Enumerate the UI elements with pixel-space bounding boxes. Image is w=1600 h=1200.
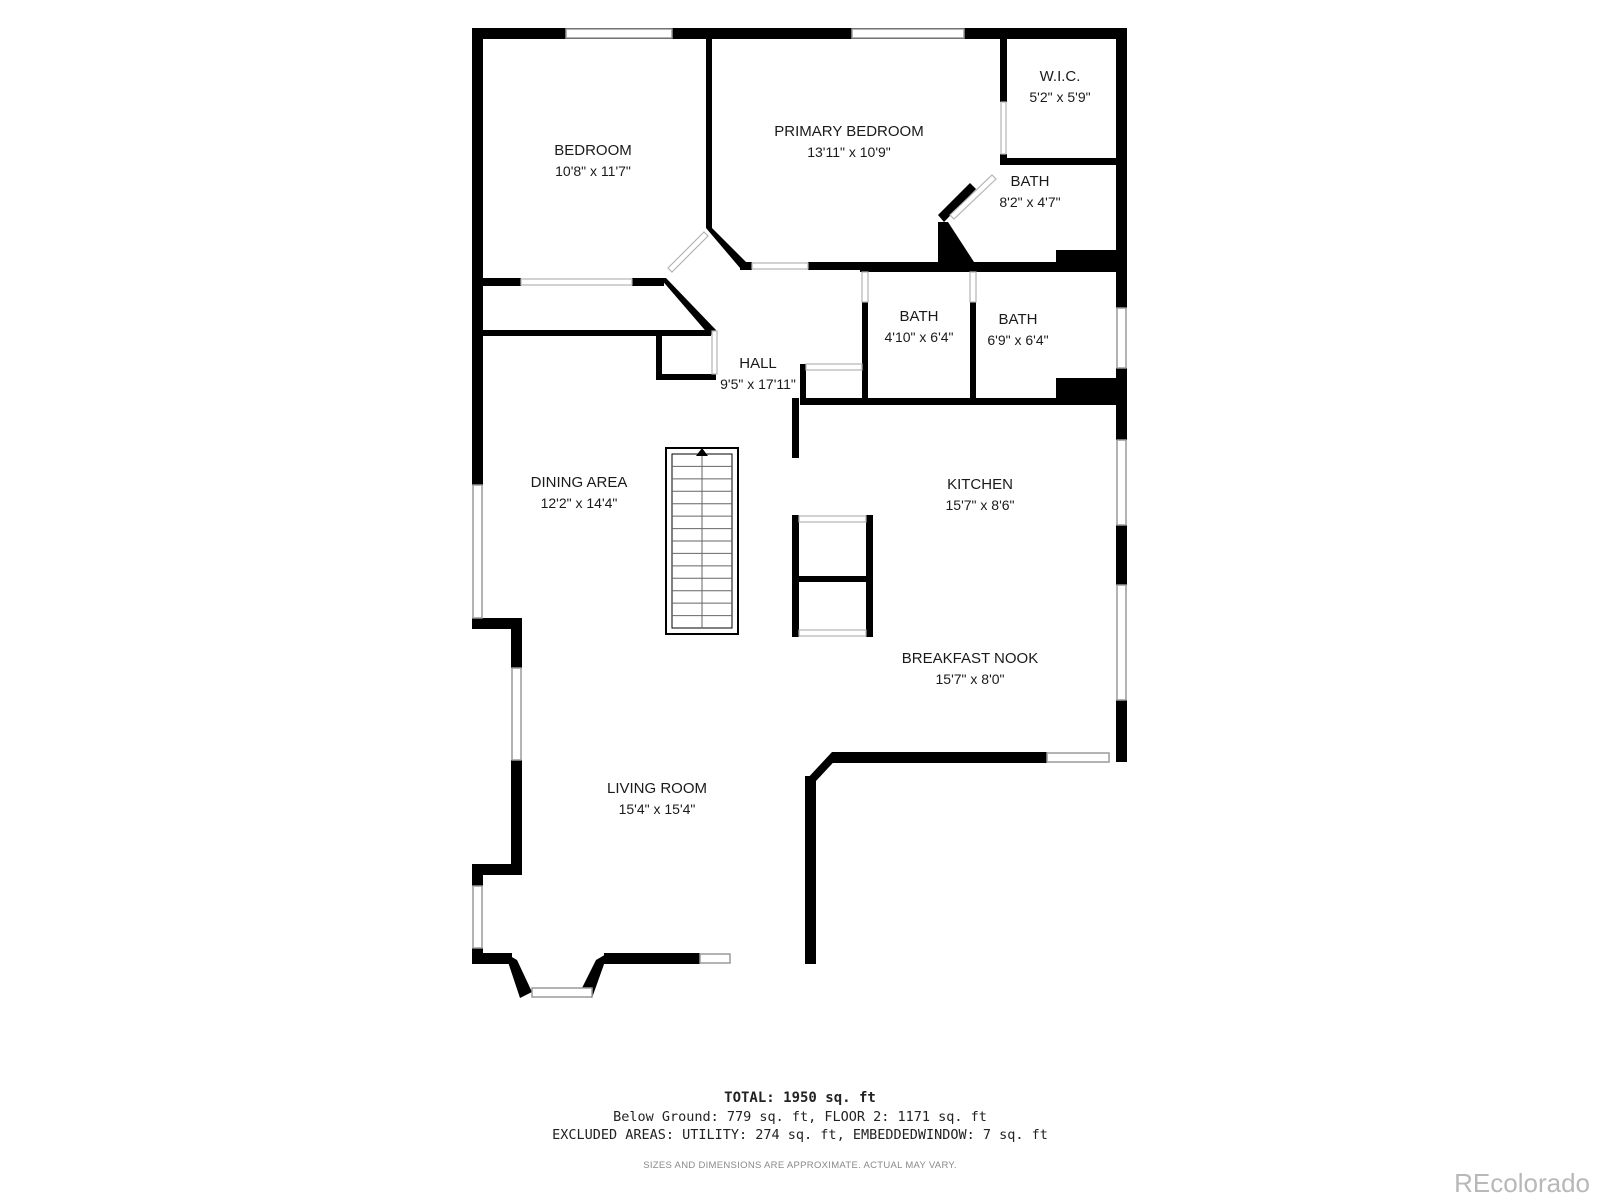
window-kitchen [1116, 439, 1127, 526]
window-dining [472, 484, 483, 619]
staircase [665, 447, 739, 635]
room-bath-hall-1-name: BATH [900, 308, 939, 325]
room-bedroom-name: BEDROOM [554, 142, 632, 159]
room-breakfast-nook-name: BREAKFAST NOOK [902, 650, 1038, 667]
room-bath-hall-2-name: BATH [999, 311, 1038, 328]
room-bath-primary-dims: 8'2" x 4'7" [999, 194, 1060, 210]
summary-total: TOTAL: 1950 sq. ft [724, 1090, 876, 1106]
window-living-bay-side [472, 885, 483, 949]
windows [472, 28, 1127, 998]
window-primary-bedroom [851, 28, 965, 39]
window-nook-bottom [1046, 752, 1110, 763]
window-living-bottom [699, 953, 731, 964]
window-nook [1116, 584, 1127, 701]
room-bath-hall-1-dims: 4'10" x 6'4" [885, 329, 954, 345]
room-wic-dims: 5'2" x 5'9" [1029, 89, 1090, 105]
room-wic-name: W.I.C. [1040, 68, 1081, 85]
room-hall-name: HALL [739, 355, 777, 372]
window-bath [1116, 307, 1127, 369]
window-bay-center [531, 987, 593, 998]
room-primary-bedroom-dims: 13'11" x 10'9" [807, 144, 891, 160]
room-living-room-dims: 15'4" x 15'4" [619, 801, 696, 817]
room-primary-bedroom-name: PRIMARY BEDROOM [774, 123, 923, 140]
disclaimer: SIZES AND DIMENSIONS ARE APPROXIMATE. AC… [643, 1160, 957, 1171]
room-bedroom-dims: 10'8" x 11'7" [555, 163, 631, 179]
room-living-room-name: LIVING ROOM [607, 780, 707, 797]
room-labels: BEDROOM 10'8" x 11'7" PRIMARY BEDROOM 13… [531, 68, 1091, 817]
summary-excluded-areas: EXCLUDED AREAS: UTILITY: 274 sq. ft, EMB… [552, 1127, 1048, 1143]
interior-openings [520, 101, 1007, 637]
interior-walls [483, 38, 1127, 637]
summary-area-breakdown: Below Ground: 779 sq. ft, FLOOR 2: 1171 … [613, 1109, 987, 1125]
window-living-left [511, 667, 522, 761]
room-hall-dims: 9'5" x 17'11" [720, 376, 796, 392]
room-kitchen-dims: 15'7" x 8'6" [946, 497, 1015, 513]
room-dining-area-dims: 12'2" x 14'4" [541, 495, 618, 511]
room-breakfast-nook-dims: 15'7" x 8'0" [936, 671, 1005, 687]
room-dining-area-name: DINING AREA [531, 474, 628, 491]
room-kitchen-name: KITCHEN [947, 476, 1013, 493]
room-bath-primary-name: BATH [1011, 173, 1050, 190]
window-bedroom [565, 28, 673, 39]
brand-watermark: REcolorado [1454, 1168, 1590, 1198]
room-bath-hall-2-dims: 6'9" x 6'4" [987, 332, 1048, 348]
